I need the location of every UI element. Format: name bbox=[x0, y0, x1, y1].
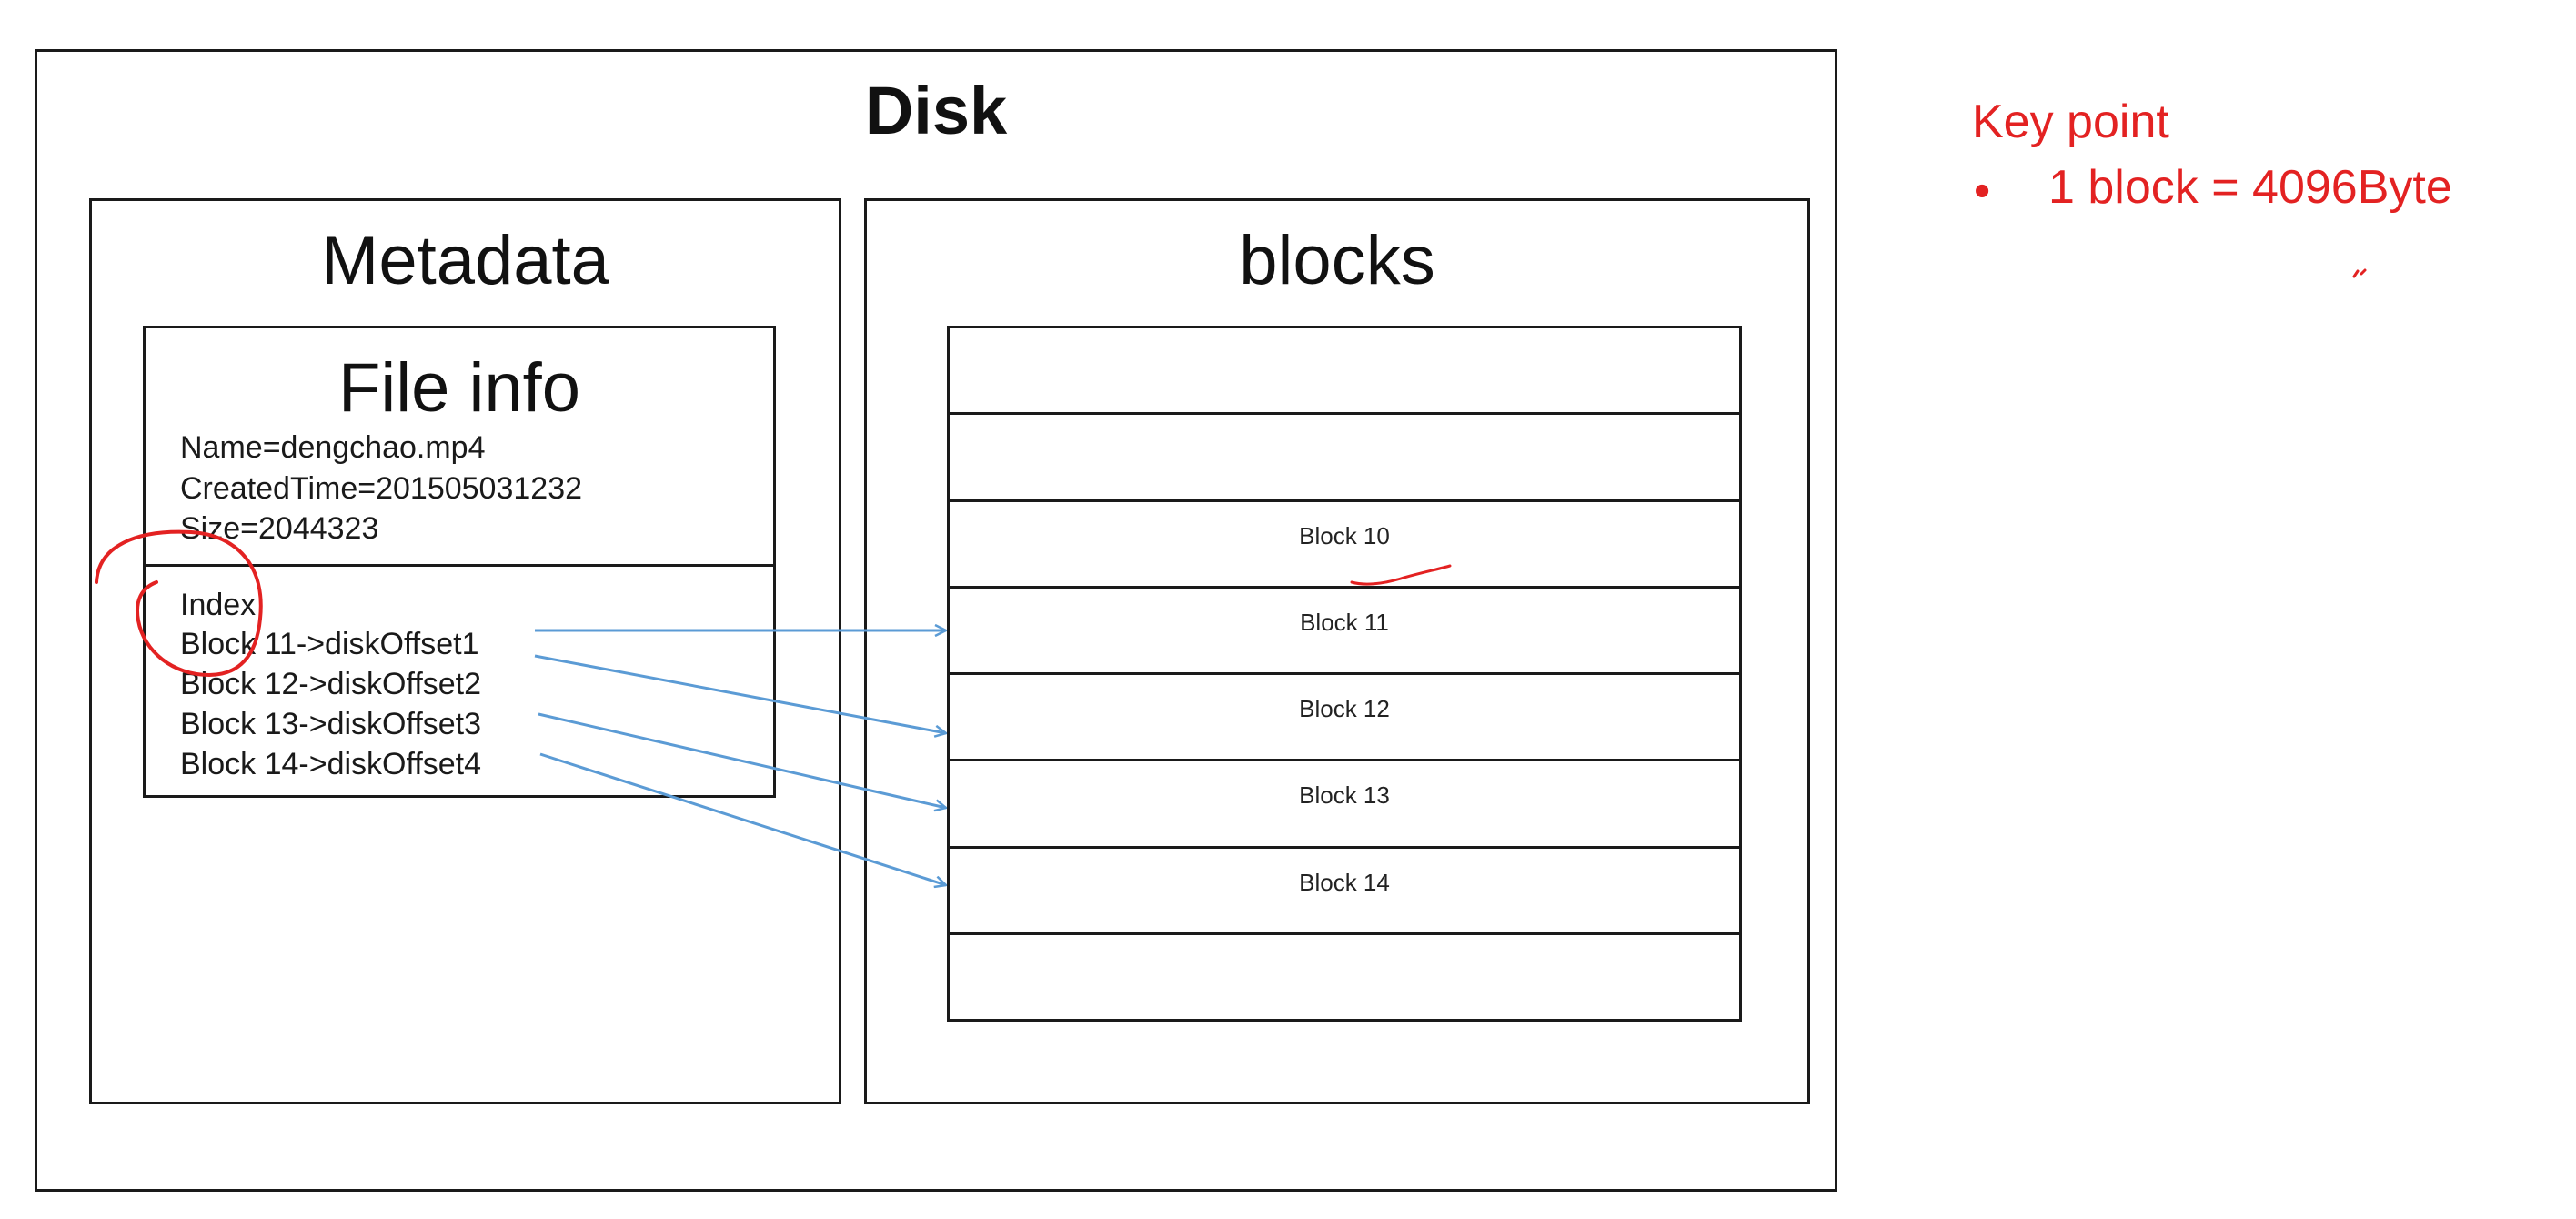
blocks-stack: Block 10 Block 11 Block 12 Block 13 Bloc… bbox=[947, 326, 1742, 1022]
pointer-arrow bbox=[534, 654, 946, 733]
block-row bbox=[950, 415, 1739, 502]
block-row: Block 13 bbox=[950, 761, 1739, 849]
file-info-box: File info Name=dengchao.mp4 CreatedTime=… bbox=[143, 326, 776, 798]
index-title: Index bbox=[180, 588, 257, 622]
bullet-icon: • bbox=[1974, 165, 1991, 217]
disk-panel: Disk bbox=[35, 49, 1837, 1192]
pen-mark bbox=[2352, 268, 2367, 278]
created-time-line: CreatedTime=201505031232 bbox=[180, 471, 583, 506]
file-info-divider bbox=[146, 564, 773, 567]
index-entry: Block 14->diskOffset4 bbox=[180, 747, 482, 781]
blocks-panel: blocks bbox=[864, 198, 1810, 1104]
block-row: Block 10 bbox=[950, 502, 1739, 589]
pointer-arrow bbox=[538, 712, 946, 808]
size-line: Size=2044323 bbox=[180, 511, 379, 546]
block-row bbox=[950, 328, 1739, 416]
file-name-line: Name=dengchao.mp4 bbox=[180, 430, 486, 465]
blocks-title: blocks bbox=[1239, 222, 1435, 299]
block-row: Block 12 bbox=[950, 675, 1739, 762]
block-label: Block 12 bbox=[1299, 695, 1390, 722]
key-point-item: 1 block = 4096Byte bbox=[2048, 161, 2452, 214]
hand-drawn-underline bbox=[1350, 564, 1452, 586]
block-row: Block 11 bbox=[950, 589, 1739, 675]
block-label: Block 11 bbox=[1300, 608, 1389, 636]
index-entry: Block 11->diskOffset1 bbox=[180, 627, 479, 661]
block-label: Block 13 bbox=[1299, 781, 1390, 810]
block-label: Block 14 bbox=[1299, 868, 1390, 896]
key-point-heading: Key point bbox=[1972, 96, 2169, 148]
pointer-arrow bbox=[539, 752, 946, 885]
block-row: Block 14 bbox=[950, 849, 1739, 935]
disk-title: Disk bbox=[864, 73, 1008, 148]
file-info-title: File info bbox=[337, 349, 581, 427]
hand-drawn-circle bbox=[95, 529, 263, 678]
metadata-panel: Metadata bbox=[89, 198, 841, 1104]
index-entry: Block 13->diskOffset3 bbox=[180, 707, 482, 741]
block-label: Block 10 bbox=[1299, 521, 1390, 549]
metadata-title: Metadata bbox=[321, 222, 609, 299]
